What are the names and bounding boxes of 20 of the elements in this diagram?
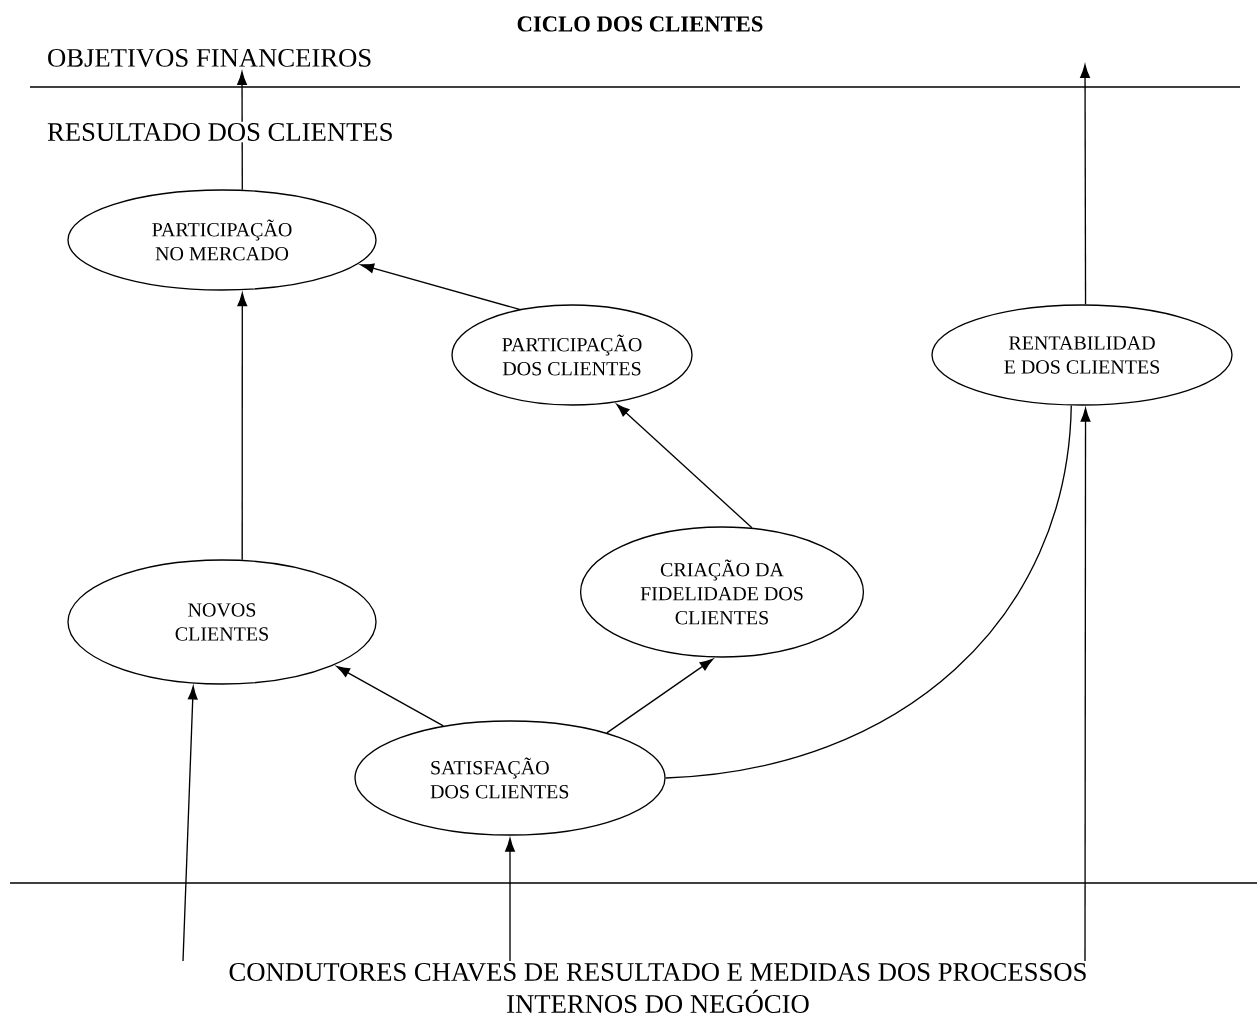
arrow xyxy=(336,665,444,727)
driver-label: CONDUTORES CHAVES DE RESULTADO E MEDIDAS DOS PROCESSOS INTERNOS DO NEGÓCIO xyxy=(229,963,1086,1013)
connector-line xyxy=(665,404,1072,779)
arrow xyxy=(237,292,248,561)
ellipse-node: RENTABILIDAD E DOS CLIENTES xyxy=(931,304,1233,406)
arrow xyxy=(1080,408,1091,962)
arrow xyxy=(606,658,714,734)
arrow xyxy=(1080,64,1090,305)
arrow xyxy=(182,685,198,962)
title: CICLO DOS CLIENTES xyxy=(517,16,763,32)
ellipse-node: CRIAÇÃO DA FIDELIDADE DOS CLIENTES xyxy=(579,526,865,658)
section-label: OBJETIVOS FINANCEIROS xyxy=(48,48,371,67)
ellipse-node: SATISFAÇÃO DOS CLIENTES xyxy=(354,720,666,836)
arrow xyxy=(505,838,515,962)
arrow xyxy=(616,403,753,529)
section-label: RESULTADO DOS CLIENTES xyxy=(45,121,395,143)
ellipse-node: NOVOS CLIENTES xyxy=(67,559,377,685)
ellipse-node: PARTICIPAÇÃO DOS CLIENTES xyxy=(451,304,693,406)
arrow xyxy=(360,263,521,311)
ellipse-node: PARTICIPAÇÃO NO MERCADO xyxy=(67,189,377,291)
